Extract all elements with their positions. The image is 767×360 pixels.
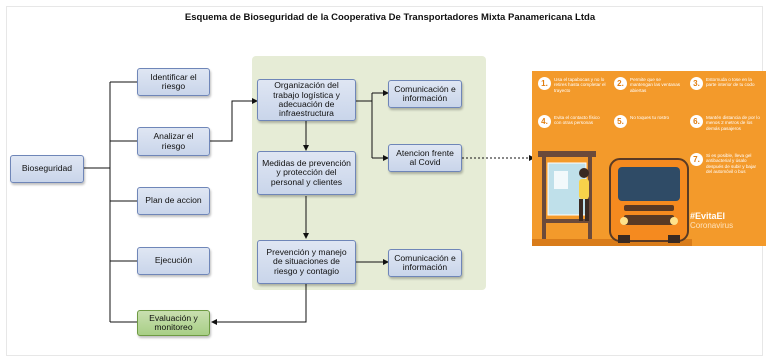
node-prevencion-manejo: Prevención y manejo de situaciones de ri… [257, 240, 356, 284]
tip-text: Evita el contacto físico con otras perso… [554, 115, 600, 126]
poster-tip-6: 6. Mantén distancia de por lo menos 2 me… [690, 115, 762, 131]
tip-text: Estornuda o tose en la parte interior de… [706, 77, 755, 88]
poster-tip-4: 4. Evita el contacto físico con otras pe… [538, 115, 608, 128]
node-atencion-covid: Atencion frente al Covid [388, 144, 462, 172]
bus-stop-illustration [532, 151, 692, 246]
tip-number: 2. [614, 77, 627, 90]
hashtag-evitael: #EvitaEl [690, 211, 726, 221]
node-identificar-riesgo: Identificar el riesgo [137, 68, 210, 96]
tip-number: 6. [690, 115, 703, 128]
node-bioseguridad: Bioseguridad [10, 155, 84, 183]
poster-tip-7: 7. Si es posible, lleva gel antibacteria… [690, 153, 762, 174]
node-comunicacion-informacion-1: Comunicación e información [388, 80, 462, 108]
tip-number: 1. [538, 77, 551, 90]
tip-number: 3. [690, 77, 703, 90]
node-plan-accion: Plan de accion [137, 187, 210, 215]
tip-text: Usa el tapabocas y no lo retires hasta c… [554, 77, 606, 93]
node-comunicacion-informacion-2: Comunicación e información [388, 249, 462, 277]
tip-number: 7. [690, 153, 703, 166]
diagram-title: Esquema de Bioseguridad de la Cooperativ… [184, 12, 596, 23]
tip-text: No toques tu rostro [630, 115, 670, 120]
tip-text: Mantén distancia de por lo menos 2 metro… [706, 115, 760, 131]
tip-number: 4. [538, 115, 551, 128]
poster-tip-1: 1. Usa el tapabocas y no lo retires hast… [538, 77, 608, 93]
tip-number: 5. [614, 115, 627, 128]
hashtag-coronavirus: Coronavirus [690, 221, 734, 230]
poster-tip-2: 2. Permite que se mantengan las ventanas… [614, 77, 684, 93]
tip-text: Permite que se mantengan las ventanas ab… [630, 77, 681, 93]
poster-tip-5: 5. No toques tu rostro [614, 115, 684, 128]
node-medidas-prevencion: Medidas de prevención y protección del p… [257, 151, 356, 195]
node-analizar-riesgo: Analizar el riesgo [137, 127, 210, 156]
poster-tip-3: 3. Estornuda o tose en la parte interior… [690, 77, 762, 90]
node-ejecucion: Ejecución [137, 247, 210, 275]
tip-text: Si es posible, lleva gel antibacterial y… [706, 153, 757, 174]
node-evaluacion-monitoreo: Evaluación y monitoreo [137, 310, 210, 336]
covid-prevention-poster: 1. Usa el tapabocas y no lo retires hast… [532, 71, 766, 246]
node-organizacion-trabajo: Organización del trabajo logística y ade… [257, 79, 356, 121]
